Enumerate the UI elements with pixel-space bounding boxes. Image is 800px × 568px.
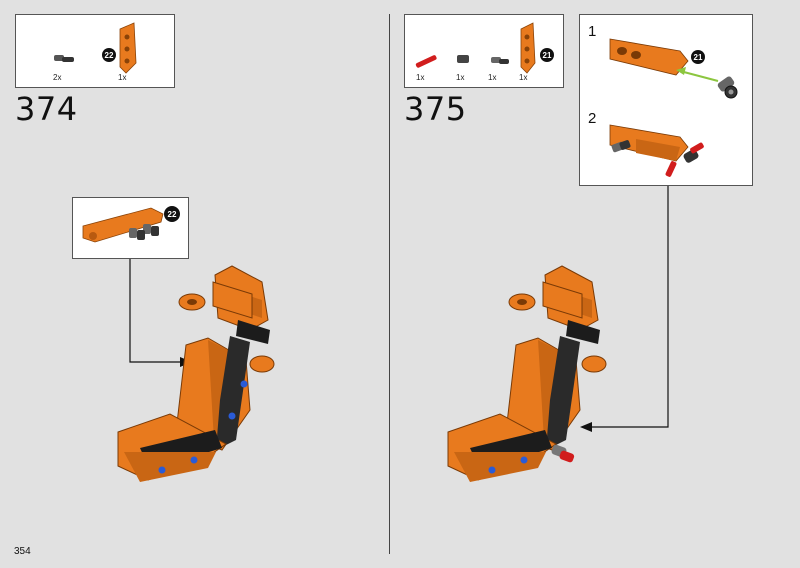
badge-22-text: 22 xyxy=(105,51,114,60)
callout-badge-text: 22 xyxy=(168,210,177,219)
gray-pin-icon xyxy=(129,224,159,240)
badge-21-text: 21 xyxy=(543,51,552,60)
page-divider xyxy=(389,14,390,554)
substep-label-2: 2 xyxy=(588,110,597,127)
substep-badge-text: 21 xyxy=(694,53,703,62)
parts-list-box-375: 21 1x 1x 1x 1x xyxy=(404,14,564,88)
part-count-badge-icon xyxy=(691,50,705,64)
part-qty-label: 2x xyxy=(53,73,62,82)
part-count-badge-icon xyxy=(540,48,554,62)
green-arrow-icon xyxy=(679,70,719,82)
gray-pin-icon xyxy=(457,55,509,64)
part-qty-label: 1x xyxy=(416,73,425,82)
substeps-art-375: 21 xyxy=(609,38,738,177)
parts-list-art-374: 22 xyxy=(54,22,137,74)
part-count-badge-icon xyxy=(102,48,116,62)
parts-list-art-375: 21 xyxy=(415,22,554,74)
part-qty-label: 1x xyxy=(118,73,127,82)
callout-box-374: 22 xyxy=(72,197,189,259)
step-number-375: 375 xyxy=(404,90,467,128)
part-qty-label: 1x xyxy=(519,73,528,82)
substeps-callout-375: 1 2 21 xyxy=(579,14,753,186)
callout-art-374: 22 xyxy=(82,206,180,243)
red-axle-icon xyxy=(415,55,437,68)
gray-pin-icon xyxy=(54,55,74,62)
substep-label-1: 1 xyxy=(588,23,597,40)
part-qty-label: 1x xyxy=(456,73,465,82)
part-count-badge-icon xyxy=(164,206,180,222)
parts-list-box-374: 22 2x 1x xyxy=(15,14,175,88)
step-number-374: 374 xyxy=(15,90,78,128)
orange-beam-icon xyxy=(119,22,137,74)
part-qty-label: 1x xyxy=(488,73,497,82)
page-number: 354 xyxy=(14,546,31,557)
orange-beam-icon xyxy=(520,22,536,74)
